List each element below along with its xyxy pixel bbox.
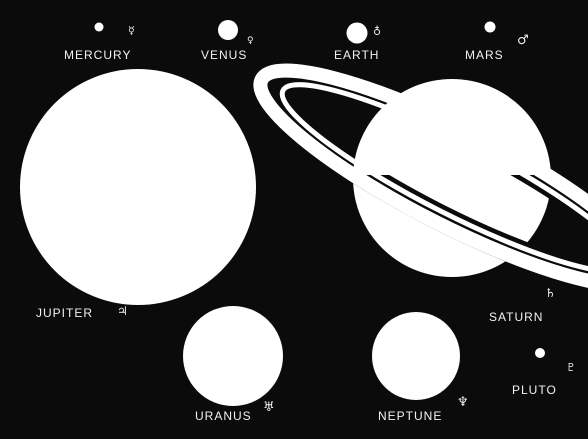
jupiter-disc bbox=[20, 69, 256, 305]
neptune-disc bbox=[372, 312, 460, 400]
uranus-label: URANUS bbox=[195, 409, 252, 423]
saturn-label: SATURN bbox=[489, 310, 543, 324]
jupiter-label: JUPITER bbox=[36, 306, 93, 320]
pluto-disc bbox=[535, 348, 545, 358]
earth-disc bbox=[347, 23, 368, 44]
uranus-disc bbox=[183, 306, 283, 406]
saturn-symbol: ♄ bbox=[545, 287, 556, 299]
earth-label: EARTH bbox=[334, 48, 379, 62]
mercury-label: MERCURY bbox=[64, 48, 131, 62]
earth-symbol: ♁ bbox=[373, 26, 381, 37]
mercury-symbol: ☿ bbox=[128, 25, 135, 36]
pluto-label: PLUTO bbox=[512, 383, 557, 397]
mars-label: MARS bbox=[465, 48, 504, 62]
jupiter-symbol: ♃ bbox=[117, 305, 128, 317]
neptune-symbol: ♆ bbox=[457, 396, 469, 409]
venus-disc bbox=[218, 20, 238, 40]
uranus-symbol: ♅ bbox=[263, 401, 275, 414]
venus-label: VENUS bbox=[201, 48, 247, 62]
mercury-disc bbox=[95, 23, 104, 32]
pluto-symbol: ♇ bbox=[566, 362, 576, 373]
neptune-label: NEPTUNE bbox=[378, 409, 442, 423]
mars-disc bbox=[485, 22, 496, 33]
mars-symbol: ♂ bbox=[517, 34, 529, 47]
venus-symbol: ♀ bbox=[247, 37, 254, 46]
